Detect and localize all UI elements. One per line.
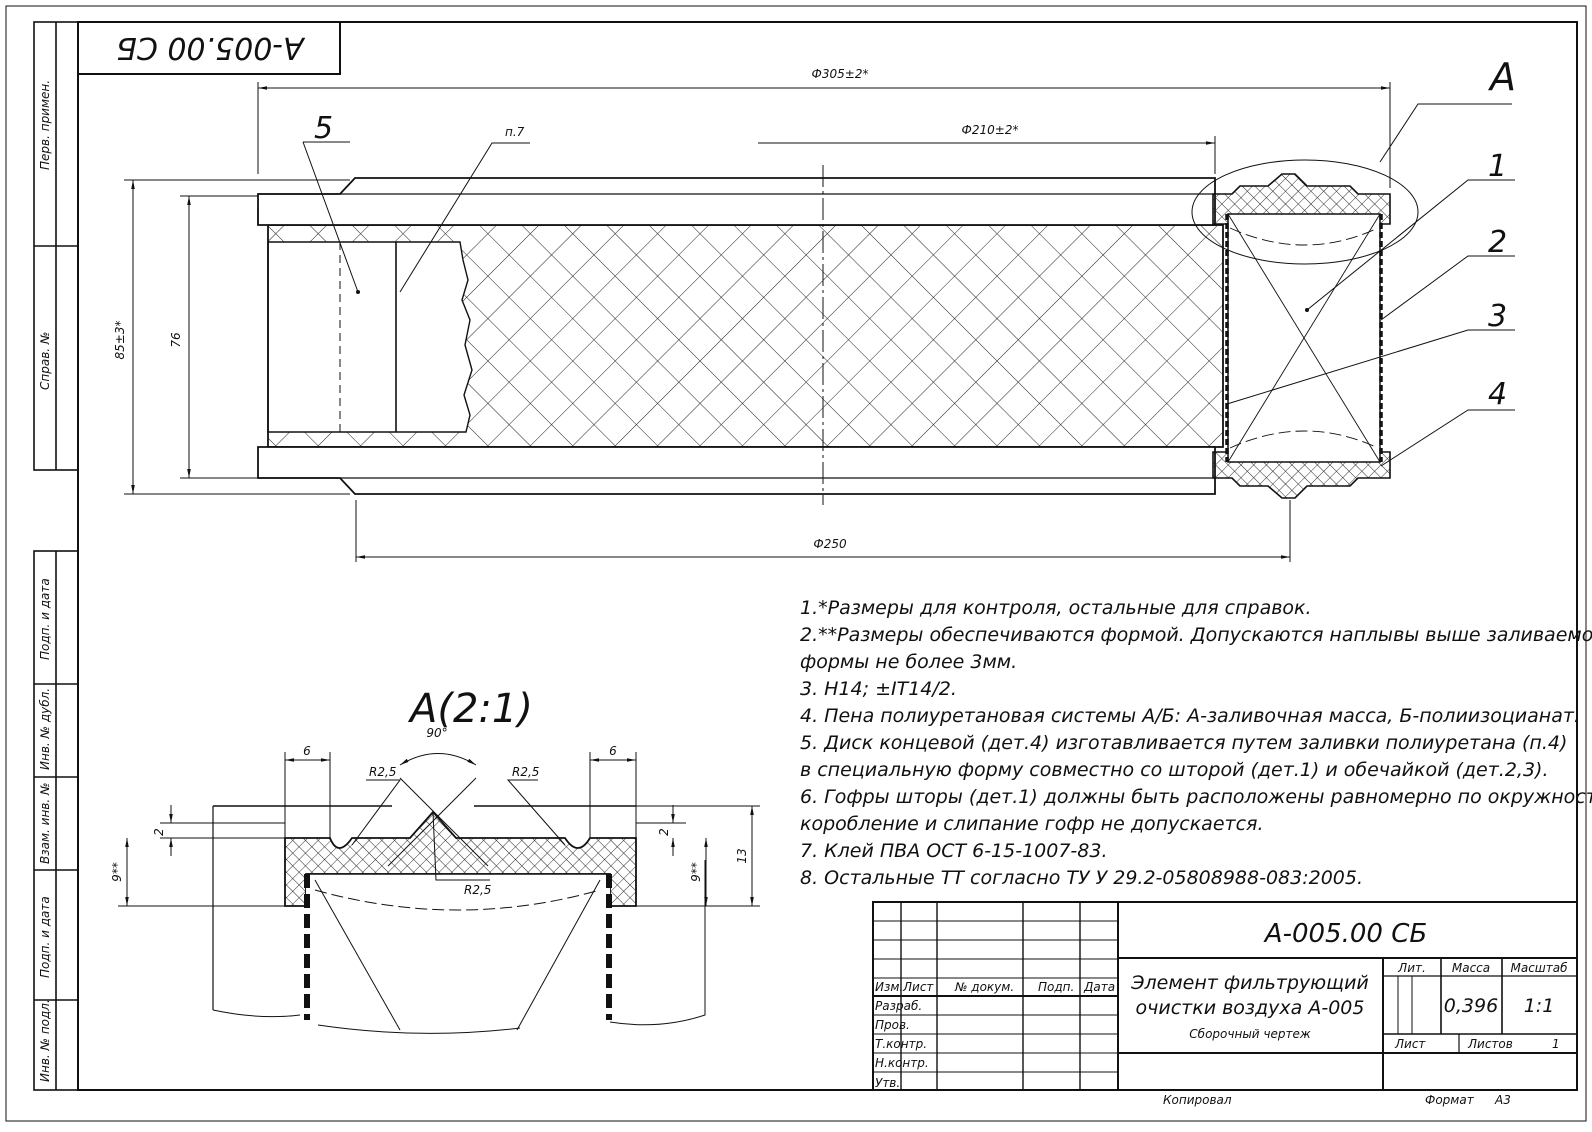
stamp-doc-type: Сборочный чертеж (1189, 1027, 1311, 1041)
stamp-role-prov: Пров. (875, 1018, 910, 1032)
note-line: 2.**Размеры обеспечиваются формой. Допус… (800, 624, 1592, 646)
stamp-col-mass: Масса (1452, 961, 1490, 975)
dim-76: 76 (169, 332, 183, 348)
main-dimensions (124, 82, 1515, 562)
detail-dim-6-left: 6 (303, 744, 311, 758)
main-view (257, 159, 1419, 505)
side-label-perv: Перв. примен. (38, 80, 52, 170)
detail-r-right: R2,5 (512, 765, 539, 779)
stamp-hdr-sign: Подп. (1038, 980, 1074, 994)
detail-labels: А(2:1) 90° 6 6 R2,5 R2,5 R2,5 2 2 9** 9*… (110, 686, 749, 897)
stamp-role-utv: Утв. (875, 1076, 900, 1090)
stamp-role-tkontr: Т.контр. (875, 1037, 927, 1051)
note-line: 8. Остальные ТТ согласно ТУ У 29.2-05808… (800, 867, 1363, 889)
note-line: 4. Пена полиуретановая системы А/Б: А-за… (800, 705, 1580, 727)
stamp-sheets-label: Листов (1467, 1037, 1513, 1051)
rotated-code-box: А-005.00 СБ (77, 21, 341, 75)
note-line: 6. Гофры шторы (дет.1) должны быть распо… (800, 786, 1592, 808)
side-label-podp1: Подп. и дата (38, 578, 52, 660)
stamp-copied: Копировал (1163, 1093, 1232, 1107)
view-a-label: А (1487, 55, 1516, 99)
stamp-scale: 1:1 (1524, 995, 1555, 1017)
stamp-col-lit: Лит. (1397, 961, 1426, 975)
detail-dim-13: 13 (735, 848, 749, 863)
stamp-hdr-date: Дата (1083, 980, 1115, 994)
main-labels: Ф305±2* Ф210±2* Ф250 85±3* 76 п.7 5 А 1 … (113, 55, 1516, 551)
dim-250: Ф250 (813, 537, 847, 551)
detail-angle: 90° (426, 726, 447, 740)
dim-305: Ф305±2* (812, 67, 869, 81)
stamp-mass: 0,396 (1444, 995, 1498, 1017)
stamp-role-nkontr: Н.контр. (875, 1056, 929, 1070)
stamp-hdr-izm: Изм. (875, 980, 903, 994)
detail-dimensions (118, 752, 760, 907)
title-block (872, 901, 1578, 1091)
note-line: коробление и слипание гофр не допускаетс… (800, 813, 1264, 835)
detail-dim-2-left: 2 (152, 828, 166, 836)
detail-dim-9-left: 9** (110, 862, 124, 882)
stamp-format-value: А3 (1494, 1093, 1511, 1107)
side-label-vzam: Взам. инв. № (38, 783, 52, 864)
title-block-text: А-005.00 СБ Элемент фильтрующий очистки … (875, 919, 1568, 1107)
detail-dim-9-right: 9** (689, 862, 703, 882)
stamp-name-line2: очистки воздуха А-005 (1136, 997, 1365, 1019)
rotated-code: А-005.00 СБ (116, 30, 305, 65)
detail-r-bottom: R2,5 (464, 883, 491, 897)
stamp-role-razrab: Разраб. (875, 999, 922, 1013)
stamp-sheet-label: Лист (1394, 1037, 1426, 1051)
side-label-dubl: Инв. № дубл. (38, 688, 52, 770)
stamp-hdr-list: Лист (902, 980, 934, 994)
detail-title: А(2:1) (407, 686, 533, 732)
note-p7: п.7 (505, 125, 525, 139)
stamp-code: А-005.00 СБ (1263, 919, 1427, 949)
note-line: 7. Клей ПВА ОСТ 6-15-1007-83. (800, 840, 1108, 862)
note-line: 5. Диск концевой (дет.4) изготавливается… (800, 732, 1567, 754)
side-label-podp2: Подп. и дата (38, 896, 52, 978)
stamp-sheets-value: 1 (1552, 1037, 1560, 1051)
dim-85: 85±3* (113, 321, 127, 360)
stamp-hdr-doc: № докум. (954, 980, 1014, 994)
note-line: в специальную форму совместно со шторой … (800, 759, 1549, 781)
stamp-name-line1: Элемент фильтрующий (1130, 972, 1369, 994)
position-1: 1 (1488, 149, 1507, 184)
position-2: 2 (1488, 225, 1507, 260)
detail-dim-2-right: 2 (657, 828, 671, 836)
technical-notes: 1.*Размеры для контроля, остальные для с… (800, 597, 1592, 889)
dim-210: Ф210±2* (962, 123, 1019, 137)
note-line: 1.*Размеры для контроля, остальные для с… (800, 597, 1312, 619)
side-labels: Перв. примен. Справ. № Подп. и дата Инв.… (38, 80, 52, 1082)
position-5: 5 (314, 111, 333, 146)
note-line: формы не более 3мм. (800, 651, 1017, 673)
detail-r-left: R2,5 (369, 765, 396, 779)
position-4: 4 (1488, 377, 1507, 412)
note-line: 3. Н14; ±IТ14/2. (800, 678, 957, 700)
detail-dim-6-right: 6 (609, 744, 617, 758)
side-strip (33, 21, 79, 1091)
detail-view (212, 805, 706, 1034)
sheet-frames (5, 5, 1587, 1122)
side-label-podl: Инв. № подл. (38, 999, 52, 1082)
side-label-sprav: Справ. № (38, 332, 52, 390)
stamp-format-label: Формат (1425, 1093, 1475, 1107)
position-3: 3 (1488, 299, 1507, 334)
stamp-col-scale: Масштаб (1510, 961, 1568, 975)
